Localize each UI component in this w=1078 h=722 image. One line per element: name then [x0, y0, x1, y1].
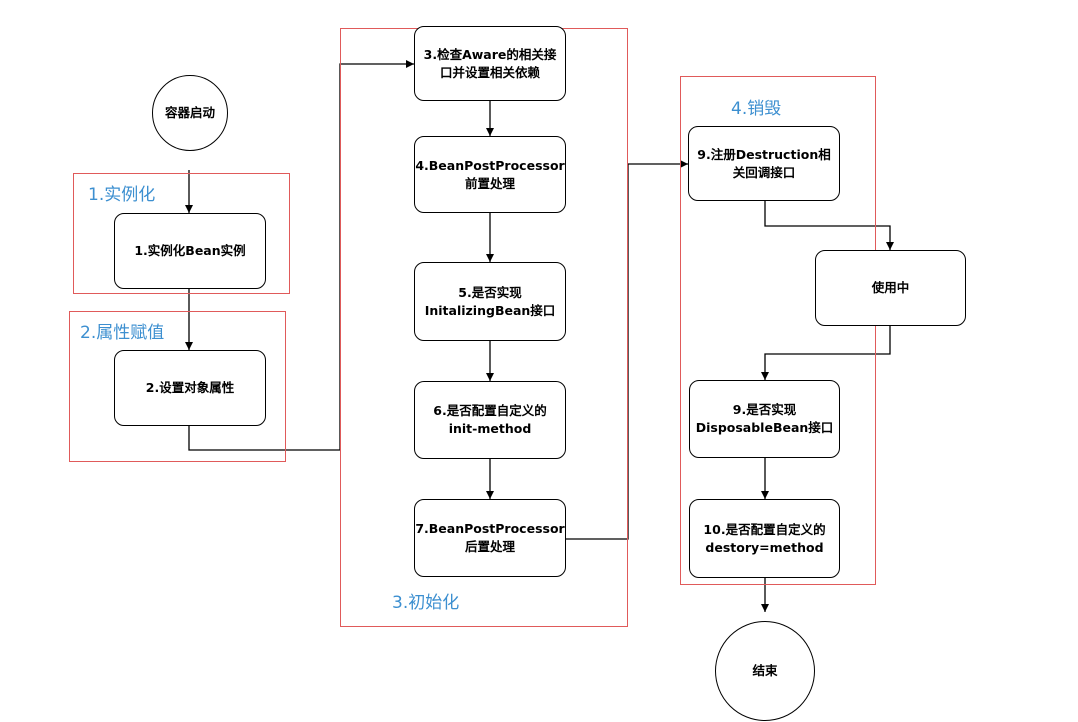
step-7-label: 7.BeanPostProcessor 后置处理	[415, 521, 565, 554]
group-label-properties: 2.属性赋值	[80, 323, 165, 343]
group-frame-instantiate	[73, 173, 290, 294]
in-use-label: 使用中	[871, 280, 910, 295]
edge-n7-to-n9a	[566, 160, 688, 540]
start-node: 容器启动	[152, 75, 228, 151]
step-6-label: 6.是否配置自定义的 init-method	[433, 403, 547, 436]
step-4-before-processor: 4.BeanPostProcessor 前置处理	[414, 136, 566, 213]
step-7-after-processor: 7.BeanPostProcessor 后置处理	[414, 499, 566, 577]
step-10-label: 10.是否配置自定义的 destory=method	[703, 521, 826, 555]
step-9a-label: 9.注册Destruction相 关回调接口	[697, 146, 831, 180]
step-1-label: 1.实例化Bean实例	[134, 243, 246, 258]
step-9-register-destruction: 9.注册Destruction相 关回调接口	[688, 126, 840, 201]
step-6-init-method: 6.是否配置自定义的 init-method	[414, 381, 566, 459]
start-node-label: 容器启动	[164, 105, 215, 120]
in-use-node: 使用中	[815, 250, 966, 326]
step-1-instantiate-bean: 1.实例化Bean实例	[114, 213, 266, 289]
step-2-label: 2.设置对象属性	[145, 380, 235, 395]
edge-inuse-to-n9b	[761, 326, 891, 380]
step-5-initializing-bean: 5.是否实现 InitalizingBean接口	[414, 262, 566, 341]
group-frame-destroy	[680, 76, 876, 585]
step-9-disposable-bean: 9.是否实现 DisposableBean接口	[689, 380, 840, 458]
step-5-label: 5.是否实现 InitalizingBean接口	[424, 284, 556, 318]
edge-n9a-to-inuse	[764, 201, 894, 250]
group-label-instantiate: 1.实例化	[88, 185, 156, 205]
step-4-label: 4.BeanPostProcessor 前置处理	[415, 157, 565, 191]
end-node-label: 结束	[752, 663, 778, 678]
step-3-aware-check: 3.检查Aware的相关接 口并设置相关依赖	[414, 26, 566, 101]
end-node: 结束	[715, 621, 815, 721]
group-frame-properties	[69, 311, 286, 462]
group-label-destroy: 4.销毁	[731, 99, 782, 119]
group-label-initialize: 3.初始化	[392, 593, 460, 613]
step-3-label: 3.检查Aware的相关接 口并设置相关依赖	[423, 46, 557, 80]
step-10-destroy-method: 10.是否配置自定义的 destory=method	[689, 499, 840, 578]
step-2-set-properties: 2.设置对象属性	[114, 350, 266, 426]
step-9b-label: 9.是否实现 DisposableBean接口	[695, 402, 834, 435]
